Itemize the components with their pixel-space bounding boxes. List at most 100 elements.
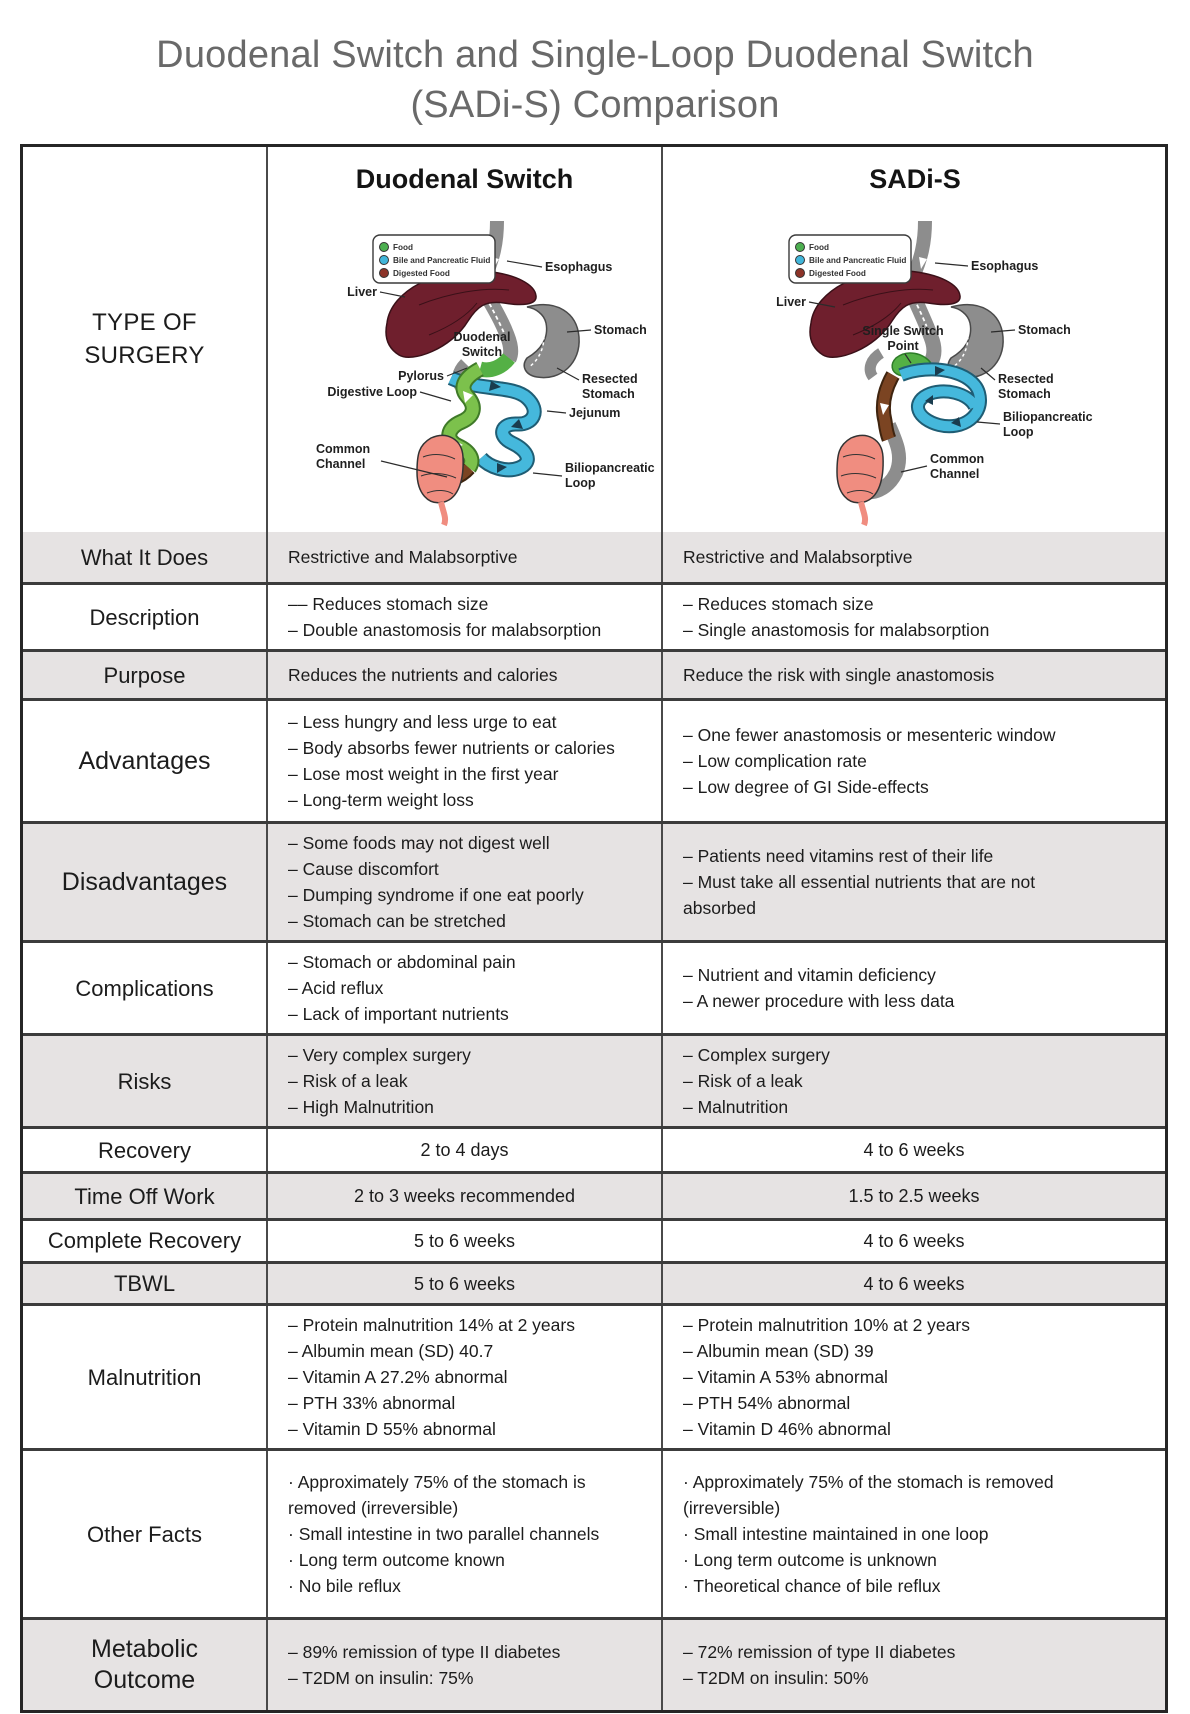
cell-line: 4 to 6 weeks — [863, 1140, 965, 1161]
liver-vein — [852, 302, 902, 336]
cell-line: – Nutrient and vitamin deficiency — [683, 965, 936, 986]
flow-arrow — [497, 463, 507, 474]
cell-line: 2 to 4 days — [420, 1140, 509, 1161]
ds-value-cell: 2 to 3 weeks recommended — [266, 1174, 661, 1219]
cell-line: – Protein malnutrition 14% at 2 years — [288, 1315, 575, 1336]
sadis-value-cell: – Protein malnutrition 10% at 2 years– A… — [661, 1306, 1165, 1449]
cell-line: · Small intestine in two parallel channe… — [288, 1524, 600, 1545]
biliopancreatic-loop-label-1: Biliopancreatic — [1003, 410, 1093, 424]
cell-line: – Some foods may not digest well — [288, 833, 550, 854]
legend-bile-dot — [379, 255, 389, 266]
liver-label: Liver — [347, 285, 377, 299]
esophagus-arrow — [919, 257, 927, 270]
legend-digested-label: Digested Food — [809, 269, 866, 278]
leader-line — [380, 460, 448, 478]
leader-line — [934, 262, 969, 267]
cell-line: Reduces the nutrients and calories — [288, 665, 558, 686]
table-row: Description–– Reduces stomach size– Doub… — [23, 582, 1165, 650]
leader-line — [808, 301, 836, 308]
type-of-surgery-row: TYPE OF SURGERY Duodenal Switch — [23, 147, 1165, 533]
legend-food-label: Food — [393, 243, 413, 252]
row-label: Advantages — [78, 746, 211, 775]
cell-line: 4 to 6 weeks — [863, 1231, 965, 1252]
colon-folds — [840, 454, 877, 495]
cell-line: 5 to 6 weeks — [413, 1231, 516, 1252]
biliopancreatic-loop-shape — [899, 364, 985, 432]
digestive-loop-label: Digestive Loop — [327, 385, 417, 399]
cell-line: – Body absorbs fewer nutrients or calori… — [288, 738, 615, 759]
sadis-value-cell: Restrictive and Malabsorptive — [661, 532, 1165, 583]
cell-line: – A newer procedure with less data — [683, 991, 955, 1012]
page-title-line2: (SADi-S) Comparison — [410, 84, 780, 127]
cell-line: 2 to 3 weeks recommended — [353, 1186, 576, 1207]
table-row: Other Facts· Approximately 75% of the st… — [23, 1448, 1165, 1618]
esophagus-label: Esophagus — [545, 260, 612, 274]
sadis-value-cell: · Approximately 75% of the stomach is re… — [661, 1451, 1165, 1618]
legend-digested-dot — [379, 268, 389, 279]
duodenal-switch-label-2: Switch — [462, 345, 502, 359]
ds-value-cell: – Stomach or abdominal pain– Acid reflux… — [266, 943, 661, 1034]
page-title: Duodenal Switch and Single-Loop Duodenal… — [0, 30, 1190, 130]
cell-line: – Lose most weight in the first year — [288, 764, 559, 785]
sadis-diagram: Food Bile and Pancreatic Fluid Digested … — [776, 221, 1093, 527]
legend-bile-label: Bile and Pancreatic Fluid — [393, 256, 490, 265]
sadis-value-cell: 4 to 6 weeks — [661, 1129, 1165, 1172]
liver-label: Liver — [776, 295, 806, 309]
table-row: Disadvantages– Some foods may not digest… — [23, 821, 1165, 941]
common-channel-label-2: Channel — [316, 457, 365, 471]
cell-line: – Vitamin A 27.2% abnormal — [288, 1367, 508, 1388]
row-label: Complete Recovery — [47, 1228, 242, 1254]
cell-line: – Reduces stomach size — [683, 594, 874, 615]
cell-line: Restrictive and Malabsorptive — [683, 547, 913, 568]
leader-line — [976, 421, 1001, 425]
duodenal-switch-diagram-cell: Duodenal Switch — [266, 147, 661, 533]
cell-line: – Double anastomosis for malabsorption — [288, 620, 602, 641]
row-label: Metabolic Outcome — [91, 1635, 198, 1695]
table-row: Metabolic Outcome – 89% remission of type… — [23, 1617, 1165, 1711]
row-label: Time Off Work — [74, 1183, 215, 1209]
biliopancreatic-loop-label-2: Loop — [565, 476, 596, 490]
cell-line: – Stomach can be stretched — [288, 911, 506, 932]
colon-tail — [858, 501, 869, 527]
cell-line: – One fewer anastomosis or mesenteric wi… — [683, 725, 1056, 746]
cell-line: – Albumin mean (SD) 39 — [683, 1341, 874, 1362]
duodenal-stump-shape — [864, 348, 885, 381]
row-label: TBWL — [113, 1270, 176, 1296]
leader-line — [379, 291, 406, 298]
digested-segment-shape — [877, 372, 898, 442]
row-label: Purpose — [103, 662, 186, 688]
table-row: Complete Recovery 5 to 6 weeks 4 to 6 week… — [23, 1218, 1165, 1261]
ds-value-cell: – Less hungry and less urge to eat– Body… — [266, 701, 661, 822]
ds-value-cell: 5 to 6 weeks — [266, 1221, 661, 1261]
cell-line: – Albumin mean (SD) 40.7 — [288, 1341, 494, 1362]
sadis-value-cell: Reduce the risk with single anastomosis — [661, 652, 1165, 699]
ds-value-cell: – Protein malnutrition 14% at 2 years – A… — [266, 1306, 661, 1449]
common-channel-label-1: Common — [930, 452, 984, 466]
ds-value-cell: Restrictive and Malabsorptive — [266, 532, 661, 583]
cell-line: · Long term outcome is unknown — [683, 1550, 937, 1571]
leader-line — [990, 329, 1016, 333]
cell-line: · Approximately 75% of the stomach is re… — [288, 1472, 586, 1519]
cell-line: – Stomach or abdominal pain — [288, 952, 516, 973]
cell-line: – Very complex surgery — [288, 1045, 471, 1066]
legend-food-label: Food — [809, 243, 829, 252]
legend-box: Food Bile and Pancreatic Fluid Digested … — [372, 234, 496, 284]
ds-value-cell: –– Reduces stomach size– Double anastomo… — [266, 585, 661, 650]
ds-value-cell: – 89% remission of type II diabetes– T2D… — [266, 1620, 661, 1711]
cell-line: – Risk of a leak — [288, 1071, 408, 1092]
ds-value-cell: – Some foods may not digest well– Cause … — [266, 824, 661, 941]
row-label: Risks — [117, 1068, 172, 1094]
duodenal-switch-column-title: Duodenal Switch — [355, 164, 574, 195]
cell-line: – Lack of important nutrients — [288, 1004, 509, 1025]
ds-value-cell: 5 to 6 weeks — [266, 1263, 661, 1304]
cell-line: Reduce the risk with single anastomosis — [683, 665, 995, 686]
ds-value-cell: 2 to 4 days — [266, 1129, 661, 1172]
flow-arrow — [951, 417, 961, 428]
table-row: Risks – Very complex surgery – Risk of a l… — [23, 1033, 1165, 1127]
leader-line — [904, 353, 912, 364]
common-channel-label-2: Channel — [930, 467, 979, 481]
sadis-value-cell: – 72% remission of type II diabetes– T2D… — [661, 1620, 1165, 1711]
legend-bile-dot — [795, 255, 805, 266]
